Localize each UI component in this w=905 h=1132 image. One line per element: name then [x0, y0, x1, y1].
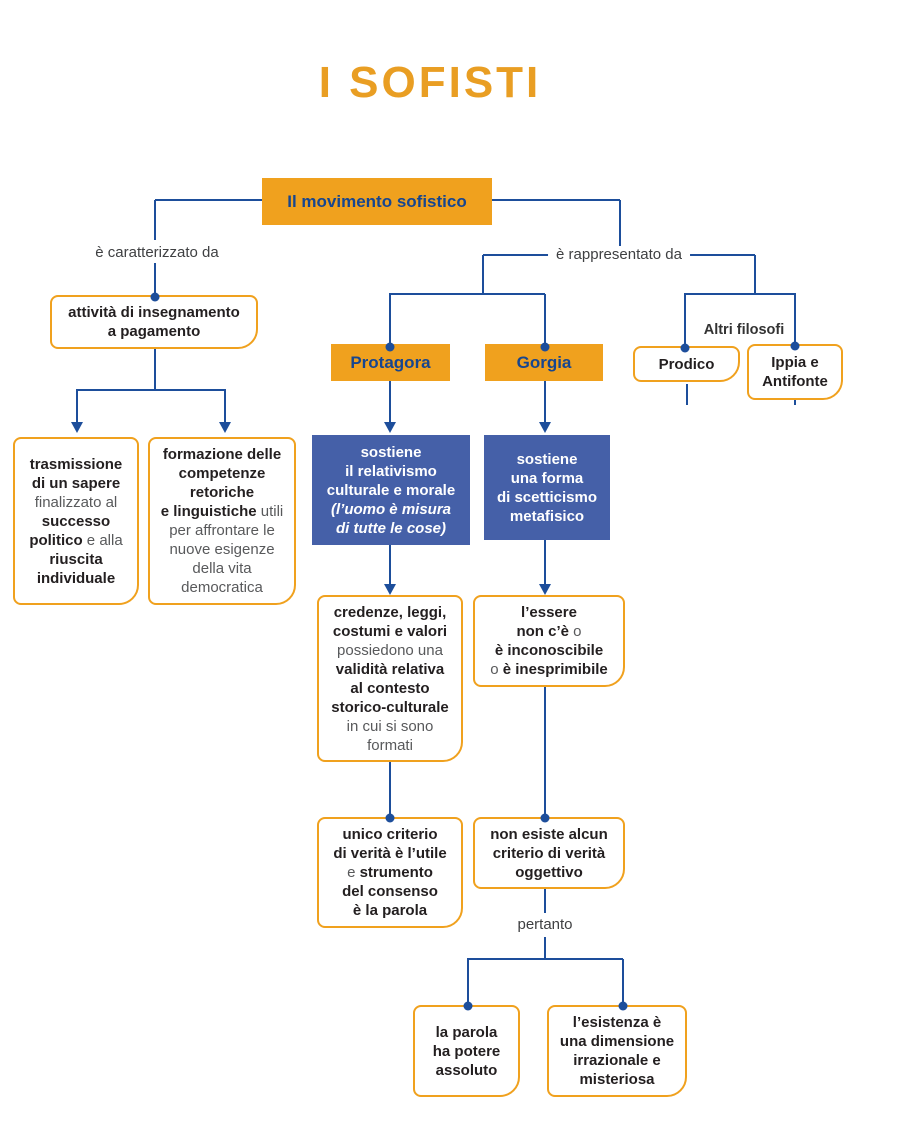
- arrowhead-icon: [539, 422, 551, 433]
- connector-dot: [790, 341, 800, 351]
- connector: [544, 381, 546, 422]
- connector: [622, 959, 624, 1005]
- connector: [794, 399, 796, 405]
- arrowhead-icon: [384, 422, 396, 433]
- connector: [155, 199, 262, 201]
- connector: [684, 294, 686, 347]
- connector: [389, 293, 545, 295]
- node-protagora: Protagora: [331, 344, 450, 381]
- connector: [492, 199, 620, 201]
- connector: [389, 381, 391, 422]
- label-caratterizzato: è caratterizzato da: [95, 244, 219, 261]
- label-altri-filosofi: Altri filosofi: [703, 322, 785, 338]
- connector: [544, 294, 546, 346]
- connector-dot: [680, 343, 690, 353]
- connector-dot: [150, 292, 160, 302]
- label-pertanto: pertanto: [517, 916, 573, 933]
- connector: [467, 958, 623, 960]
- connector: [389, 294, 391, 346]
- connector: [467, 959, 469, 1005]
- connector: [686, 384, 688, 405]
- connector: [154, 200, 156, 240]
- connector: [794, 294, 796, 345]
- node-protagora-label: Protagora: [350, 352, 431, 372]
- connector: [754, 255, 756, 295]
- connector-dot: [540, 813, 550, 823]
- connector: [389, 762, 391, 817]
- connector: [154, 349, 156, 390]
- arrowhead-icon: [539, 584, 551, 595]
- connector: [76, 389, 226, 391]
- connector-dot: [540, 342, 550, 352]
- connector-dot: [618, 1001, 628, 1011]
- connector: [544, 937, 546, 959]
- node-gorgia-label: Gorgia: [516, 352, 572, 372]
- arrowhead-icon: [219, 422, 231, 433]
- connector: [544, 889, 546, 913]
- connector-dot: [385, 342, 395, 352]
- connector: [76, 390, 78, 422]
- page-title: I SOFISTI: [318, 58, 542, 107]
- connector-dot: [463, 1001, 473, 1011]
- connector: [544, 540, 546, 584]
- connector: [389, 545, 391, 584]
- connector: [224, 390, 226, 422]
- node-movimento-sofistico: Il movimento sofistico: [262, 178, 492, 225]
- connector: [544, 687, 546, 817]
- node-movimento-label: Il movimento sofistico: [287, 191, 467, 211]
- connector: [684, 293, 796, 295]
- arrowhead-icon: [384, 584, 396, 595]
- connector: [482, 255, 484, 295]
- connector-dot: [385, 813, 395, 823]
- arrowhead-icon: [71, 422, 83, 433]
- connector: [619, 200, 621, 246]
- connector: [154, 263, 156, 295]
- label-rappresentato: è rappresentato da: [548, 246, 690, 263]
